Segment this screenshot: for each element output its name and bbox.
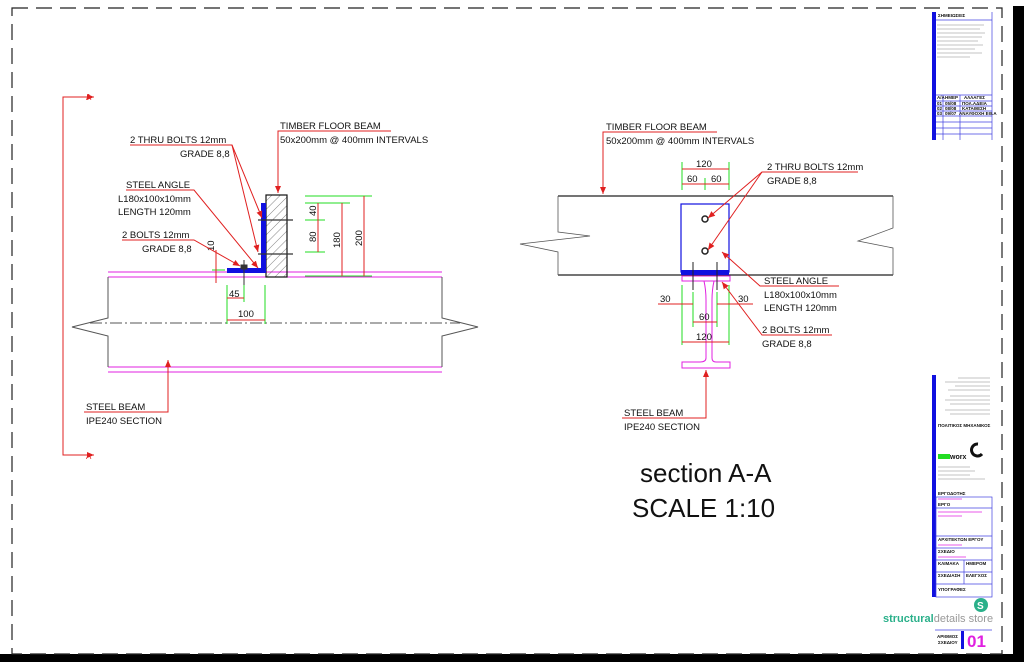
steel-beam-label-right: STEEL BEAM	[624, 408, 683, 419]
rev-header-date: ΗΜΕΡ	[945, 95, 958, 100]
brand-name-light: details store	[934, 613, 993, 625]
scale-label: SCALE 1:10	[632, 493, 775, 523]
revision-row: 01 05/08 ΠΟΛ.ΑΔΕΙΑ	[937, 101, 988, 106]
section-marker-top: A	[86, 93, 92, 102]
dim-bottom-120: 120	[696, 332, 712, 343]
rev-change: ΑΝΑΥΘΟΧΗ ΕΘ.Α	[959, 111, 997, 116]
notes-heading: ΣΗΜΕΙΩΣΕΙΣ	[938, 13, 966, 18]
revision-row: 02 08/08 ΚΑΤΑΘΕΣΗ	[937, 106, 986, 111]
drawn-by-label: ΣΧΕΔΙΑΣΗ	[938, 573, 960, 578]
worx-logo: worx	[949, 454, 966, 461]
rev-date: 09/07	[945, 111, 957, 116]
thru-bolt-2	[701, 247, 709, 255]
steel-angle-size-right: L180x100x10mm	[764, 290, 837, 301]
steel-angle-vertical-leg	[261, 203, 266, 273]
dimension-lines-right	[658, 162, 753, 345]
dim-10: 10	[206, 240, 217, 251]
logo-mark	[970, 442, 984, 458]
steel-angle-leg	[681, 270, 729, 275]
date-field-label: ΗΜΕΡΟΜ	[966, 561, 987, 566]
section-cut-line	[62, 94, 94, 458]
steel-angle-horizontal-leg	[227, 268, 264, 273]
steel-angle-label: STEEL ANGLE	[126, 180, 190, 191]
rev-header-no: Α/Α	[937, 95, 946, 100]
rev-date: 05/08	[945, 101, 957, 106]
rev-no: 01	[937, 101, 943, 106]
dim-200: 200	[354, 230, 365, 246]
leader-lines-right	[600, 131, 858, 419]
bolts-label-right: 2 BOLTS 12mm	[762, 325, 829, 336]
project-label: ΕΡΓΟ	[938, 502, 951, 507]
rev-no: 03	[937, 111, 943, 116]
dim-45: 45	[229, 289, 240, 300]
logo-green-bar	[938, 454, 950, 459]
rev-no: 02	[937, 106, 943, 111]
drawing-no-label-1: ΑΡΙΘΜΟΣ	[937, 634, 958, 639]
thru-bolts	[258, 219, 293, 255]
thru-bolts-grade-right: GRADE 8,8	[767, 176, 817, 187]
steel-beam-section: IPE240 SECTION	[86, 416, 162, 427]
steel-beam-section-right: IPE240 SECTION	[624, 422, 700, 433]
thru-bolts-label: 2 THRU BOLTS 12mm	[130, 135, 226, 146]
timber-beam-label-right: TIMBER FLOOR BEAM	[606, 122, 707, 133]
steel-angle-length-right: LENGTH 120mm	[764, 303, 837, 314]
steel-angle-length: LENGTH 120mm	[118, 207, 191, 218]
dimension-lines	[212, 195, 372, 324]
dim-right-30: 30	[738, 294, 749, 305]
notes-text-lines	[937, 24, 990, 480]
steel-beam-label: STEEL BEAM	[86, 402, 145, 413]
dim-top-60-right: 60	[711, 174, 722, 185]
bolts-to-beam	[692, 262, 718, 290]
dim-80: 80	[308, 231, 319, 242]
rev-header-changes: ΑΛΛΑΓΕΣ	[964, 95, 985, 100]
section-marker-bottom: A	[86, 452, 92, 461]
dim-100: 100	[238, 309, 254, 320]
revision-row: 03 09/07 ΑΝΑΥΘΟΧΗ ΕΘ.Α	[937, 111, 997, 116]
steel-angle-size: L180x100x10mm	[118, 194, 191, 205]
brand-name-bold: structural	[883, 613, 934, 625]
rev-date: 08/08	[945, 106, 957, 111]
timber-beam-section	[265, 194, 288, 278]
client-label: ΕΡΓΟΔΟΤΗΣ	[938, 491, 966, 496]
bolts-grade: GRADE 8,8	[142, 244, 192, 255]
dim-left-30: 30	[660, 294, 671, 305]
brand-name: structuraldetails store	[883, 613, 993, 625]
brand-logo-icon	[974, 598, 988, 612]
section-title: section A-A	[640, 458, 772, 488]
timber-beam-spec-right: 50x200mm @ 400mm INTERVALS	[606, 136, 754, 147]
timber-beam-spec: 50x200mm @ 400mm INTERVALS	[280, 135, 428, 146]
bolt-to-beam	[240, 260, 248, 285]
engineer-label: ΠΟΛΙΤΙΚΟΣ ΜΗΧΑΝΙΚΟΣ	[938, 423, 991, 428]
signatures-label: ΥΠΟΓΡΑΦΕΣ	[938, 587, 966, 592]
leader-lines	[84, 130, 391, 413]
right-detail-section: 120 60 60 30 30 60 120 TIMBER FLOOR BEAM…	[519, 122, 894, 433]
dim-top-60-left: 60	[687, 174, 698, 185]
drawing-number: 01	[967, 632, 986, 651]
dim-mid-60: 60	[699, 312, 710, 323]
thru-bolts-grade: GRADE 8,8	[180, 149, 230, 160]
steel-angle-label-right: STEEL ANGLE	[764, 276, 828, 287]
drawing-label: ΣΧΕΔΙΟ	[938, 549, 955, 554]
brand-logo-letter: S	[977, 601, 984, 612]
thru-bolt-1	[701, 215, 709, 223]
drawing-no-label-2: ΣΧΕΔΙΟΥ	[938, 640, 958, 645]
dim-top-120: 120	[696, 159, 712, 170]
title-block: ΣΗΜΕΙΩΣΕΙΣ Α/Α ΗΜΕΡ ΑΛΛΑΓΕΣ 01 05/08 ΠΟΛ…	[883, 12, 997, 651]
checked-by-label: ΕΛΕΓΧΟΣ	[966, 573, 987, 578]
thru-bolts-label-right: 2 THRU BOLTS 12mm	[767, 162, 863, 173]
ipe-beam-section	[681, 275, 731, 369]
rev-change: ΚΑΤΑΘΕΣΗ	[962, 106, 986, 111]
rev-change: ΠΟΛ.ΑΔΕΙΑ	[962, 101, 988, 106]
bolts-label: 2 BOLTS 12mm	[122, 230, 189, 241]
left-detail-section: A A	[62, 93, 479, 461]
dim-180: 180	[332, 232, 343, 248]
dim-40: 40	[308, 205, 319, 216]
scale-field-label: ΚΛΙΜΑΚΑ	[938, 561, 960, 566]
architect-label: ΑΡΧΙΤΕΚΤΩΝ ΕΡΓΟΥ	[938, 537, 983, 542]
bolts-grade-right: GRADE 8,8	[762, 339, 812, 350]
timber-beam-label: TIMBER FLOOR BEAM	[280, 121, 381, 132]
